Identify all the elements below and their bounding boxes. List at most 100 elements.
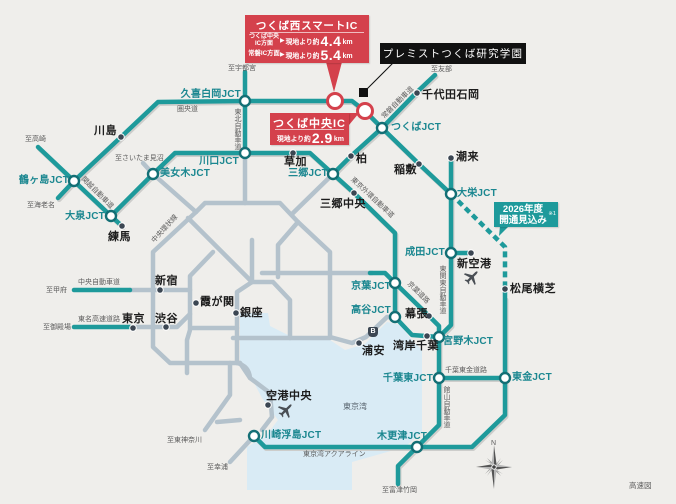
central-circular-west xyxy=(150,209,243,366)
dot-makuhari xyxy=(425,312,433,320)
callout-title: つくば西スマートIC xyxy=(255,20,359,32)
place-label-ginza: 銀座 xyxy=(240,307,263,319)
jct-marker-kawasaki-ukishima xyxy=(247,429,261,443)
jct-label-tsurugashima: 鶴ヶ島JCT xyxy=(18,175,69,186)
road-label-tateyama: 館山自動車道 xyxy=(443,386,450,428)
nishi-smart-ic-pointer xyxy=(326,62,342,92)
airplane-icon xyxy=(277,404,292,419)
tsukuba-nishi-smart-ic-callout: つくば西スマートIC つくば中央 IC方面 ▶ 現地より約 4.4 km 常磐I… xyxy=(245,15,369,63)
jct-label-togane: 東金JCT xyxy=(512,372,552,383)
callout-distance-row: つくば中央 IC方面 ▶ 現地より約 4.4 km xyxy=(249,32,353,49)
direction-label-saitama-minuma: 至さいたま見沼 xyxy=(115,155,164,162)
jct-label-misato: 三郷JCT xyxy=(288,168,328,179)
compass-east-point xyxy=(494,467,512,470)
dot-shibuya xyxy=(162,323,170,331)
dot-kawajima xyxy=(117,133,125,141)
direction-line-1: 常磐IC方面 xyxy=(248,50,280,58)
haneda-route xyxy=(237,360,275,433)
kan-etsu-road xyxy=(35,144,125,229)
jct-marker-oizumi xyxy=(104,209,118,223)
jct-marker-keiyo xyxy=(388,276,402,290)
ic-marker-tsukuba-chuo xyxy=(356,102,374,120)
distance-prefix: 現地より約 xyxy=(285,38,320,46)
dot-chiyoda-ishioka xyxy=(413,89,421,97)
misato-route xyxy=(289,171,336,217)
callout-distance-row: 常磐IC方面 ▶ 現地より約 5.4 km xyxy=(248,47,352,63)
jct-label-kawasaki-ukishima: 川崎浮島JCT xyxy=(261,430,322,441)
place-label-matsuo-yokoshiba: 松尾横芝 xyxy=(510,283,556,295)
place-label-nerima: 練馬 xyxy=(108,231,131,243)
dot-tokyo xyxy=(129,324,137,332)
direction-label-utsunomiya: 至宇都宮 xyxy=(228,65,256,72)
distance-unit: km xyxy=(342,39,353,46)
opening-status: 開通見込み xyxy=(499,215,547,226)
arrow-right-icon: ▶ xyxy=(280,52,285,58)
place-dots xyxy=(117,89,509,409)
place-label-shinjuku: 新宿 xyxy=(155,275,178,287)
compass-north-point-light xyxy=(491,445,494,467)
compass-center xyxy=(491,464,497,470)
jct-label-oizumi: 大泉JCT xyxy=(65,211,105,222)
jct-marker-kisarazu xyxy=(410,440,424,454)
direction-label-ebina: 至海老名 xyxy=(27,202,55,209)
place-label-tokyo: 東京 xyxy=(122,313,145,325)
property-leader-line xyxy=(366,62,394,90)
jct-marker-miyanogi xyxy=(432,330,446,344)
jct-label-kawaguchi: 川口JCT xyxy=(199,156,239,167)
jct-label-kisarazu: 木更津JCT xyxy=(377,431,428,442)
dot-itako xyxy=(447,154,455,162)
ic-marker-tsukuba-nishi-smart xyxy=(326,92,344,110)
jct-marker-chiba-higashi xyxy=(432,371,446,385)
inner-diagonal-route xyxy=(185,215,255,285)
wangan-west-route xyxy=(214,417,243,425)
jct-marker-tsukuba xyxy=(375,121,389,135)
distance-prefix: 現地より約 xyxy=(285,52,320,60)
jct-marker-bijogi xyxy=(146,167,160,181)
jct-label-chiba-higashi: 千葉東JCT xyxy=(382,373,433,384)
place-label-urayasu: 浦安 xyxy=(362,345,385,357)
dot-inashiki xyxy=(415,160,423,168)
distance-value: 4.4 xyxy=(320,32,342,49)
airplane-icon-shape xyxy=(277,404,292,419)
dot-nerima xyxy=(118,222,126,230)
place-label-makuhari: 幕張 xyxy=(405,308,428,320)
direction-label-higashi-kanagawa: 至東神奈川 xyxy=(167,437,202,444)
yokohane-route xyxy=(202,360,233,433)
jct-label-taiei: 大栄JCT xyxy=(457,188,497,199)
opening-callout-pointer xyxy=(499,226,509,236)
place-label-itako: 潮来 xyxy=(456,151,479,163)
place-label-kasumigaseki: 霞が関 xyxy=(200,296,235,308)
jct-marker-taiei xyxy=(444,187,458,201)
callout-distance-row: 現地より約 2.9 km xyxy=(277,130,344,146)
direction-label-futtsu-takeoka: 至富津竹岡 xyxy=(382,487,417,494)
dot-matsuo-yokoshiba xyxy=(501,285,509,293)
water-label-tokyo-bay: 東京湾 xyxy=(343,402,367,411)
jct-label-miyanogi: 宮野木JCT xyxy=(443,336,494,347)
planned-road-dashed xyxy=(449,192,508,298)
direction-label-sachiura: 至幸浦 xyxy=(207,464,228,471)
map-type-label: 高速図 xyxy=(629,481,652,490)
dot-wangan-chiba xyxy=(423,332,431,340)
callout-title: つくば中央IC xyxy=(273,118,346,130)
jct-label-kuki-shiraoka: 久喜白岡JCT xyxy=(180,89,241,100)
direction-label: 常磐IC方面 xyxy=(248,50,280,58)
jct-markers xyxy=(67,94,512,454)
ic-markers xyxy=(326,92,374,120)
direction-label: つくば中央 IC方面 xyxy=(249,34,279,47)
place-label-kuko-chuo: 空港中央 xyxy=(266,390,312,402)
callout-divider xyxy=(250,32,364,33)
jct-label-tsukuba: つくばJCT xyxy=(391,122,442,133)
place-label-shibuya: 渋谷 xyxy=(155,313,178,325)
direction-label-gotemba: 至御殿場 xyxy=(43,324,71,331)
urban-route xyxy=(275,219,301,280)
airplane-icon xyxy=(463,271,478,286)
dot-soka xyxy=(289,149,297,157)
road-label-higashi-kanto: 東関東自動車道 xyxy=(439,265,446,314)
jct-marker-kawaguchi xyxy=(238,146,252,160)
airplane-icon-shape xyxy=(463,271,478,286)
jct-label-bijogi: 美女木JCT xyxy=(160,168,211,179)
dot-misato-chuo xyxy=(350,189,358,197)
dot-kuko-chuo xyxy=(264,401,272,409)
